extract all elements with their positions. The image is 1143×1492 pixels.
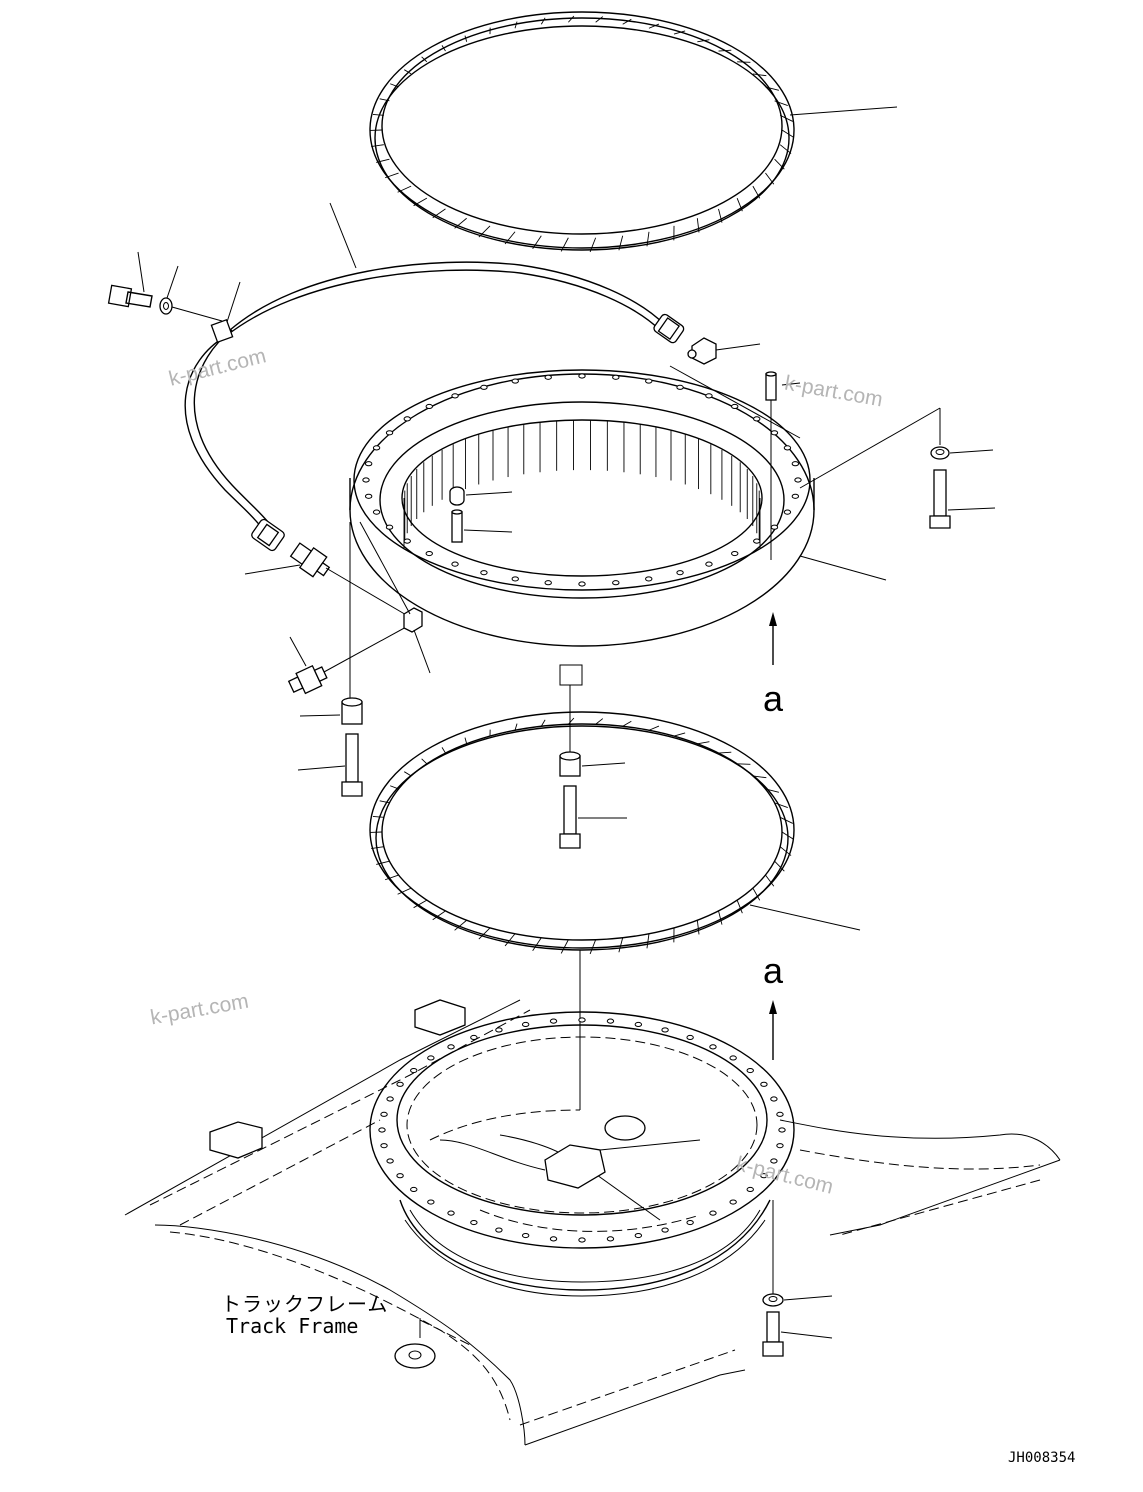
lower-seal-ring bbox=[369, 711, 795, 955]
drawing-number: JH008354 bbox=[1008, 1450, 1076, 1466]
frame-mount-ring bbox=[369, 1011, 795, 1297]
left-sleeve bbox=[341, 697, 363, 725]
hose-clamp-block bbox=[687, 337, 717, 365]
bottom-bolt bbox=[762, 1311, 784, 1357]
left-bolt bbox=[341, 733, 363, 797]
inner-pin bbox=[449, 486, 465, 543]
hose-fitting-bottom bbox=[251, 518, 285, 552]
clamp-bolt bbox=[107, 284, 223, 322]
view-ref-label-bottom: a bbox=[763, 950, 784, 991]
upper-seal-ring bbox=[369, 11, 795, 253]
bottom-washer bbox=[762, 1293, 784, 1307]
leader-hose bbox=[329, 202, 357, 269]
leader-upper-seal bbox=[789, 106, 898, 116]
track-frame-label-en: Track Frame bbox=[226, 1314, 359, 1338]
grease-fitting-upper bbox=[289, 542, 331, 578]
center-sleeve bbox=[559, 751, 581, 777]
swing-circle bbox=[349, 369, 815, 647]
dowel-pin-right bbox=[765, 371, 777, 401]
center-bolt bbox=[559, 785, 581, 849]
view-arrow-down bbox=[769, 1000, 777, 1014]
track-frame-label-jp: トラックフレーム bbox=[221, 1292, 389, 1316]
right-bolt bbox=[929, 469, 951, 529]
grease-hose bbox=[184, 261, 685, 552]
grease-elbow bbox=[403, 607, 423, 633]
grease-fitting-lower bbox=[287, 664, 328, 695]
hose-fitting-top bbox=[653, 313, 685, 344]
right-washer bbox=[930, 446, 950, 460]
track-frame bbox=[124, 999, 1061, 1446]
view-ref-label-top: a bbox=[763, 678, 784, 719]
view-arrow-up bbox=[769, 612, 777, 626]
